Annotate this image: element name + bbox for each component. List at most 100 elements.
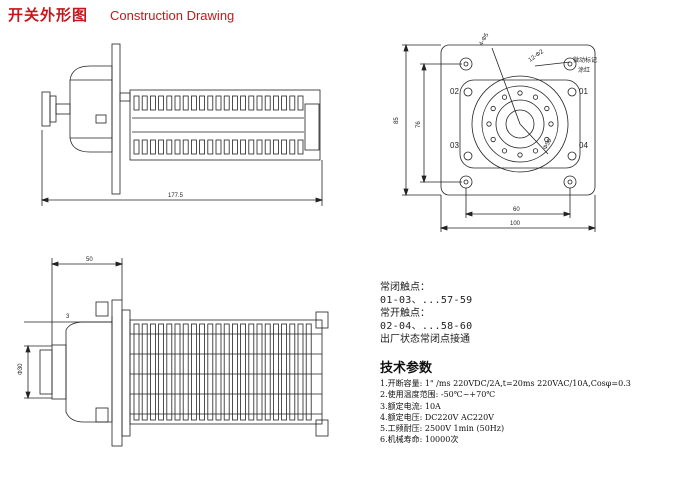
no-title: 常开触点： [380, 308, 430, 319]
terminal [248, 95, 255, 111]
contact-hole [517, 90, 523, 96]
contact-hole [532, 148, 539, 154]
front-view [402, 43, 597, 232]
fin [215, 323, 222, 421]
terminal [289, 95, 296, 111]
terminal [240, 95, 247, 111]
spec-item: 1.开断容量: 1" /ms 220VDC/2A,t=20ms 220VAC/1… [380, 379, 631, 388]
terminal [297, 139, 304, 155]
no-value: 02-04、...58-60 [380, 321, 473, 332]
fin [223, 323, 230, 421]
label-mark: 微动标记 [573, 56, 597, 64]
tech-specs-list: 1.开断容量: 1" /ms 220VDC/2A,t=20ms 220VAC/1… [380, 378, 631, 446]
fin [240, 323, 247, 421]
terminal [174, 139, 181, 155]
quadrant-02: 02 [450, 87, 459, 96]
quadrant-01: 01 [579, 87, 588, 96]
contact-hole [532, 94, 539, 100]
fin [141, 323, 148, 421]
terminal [289, 139, 296, 155]
dim-3: 3 [66, 314, 70, 320]
dim-holes-b: 12-Φ2 [528, 49, 546, 64]
side-body [129, 89, 321, 161]
fin [297, 323, 304, 421]
terminal [231, 139, 238, 155]
terminal [264, 139, 271, 155]
fin [199, 323, 206, 421]
terminal [190, 95, 197, 111]
terminal [215, 139, 222, 155]
terminal [158, 139, 165, 155]
fin [231, 323, 238, 421]
terminal [248, 139, 255, 155]
terminal [174, 95, 181, 111]
terminal [182, 95, 189, 111]
bottom-body [129, 319, 323, 425]
side-knob [41, 91, 51, 127]
terminal [297, 95, 304, 111]
terminal [133, 139, 140, 155]
dim-dia: Φ30 [18, 363, 24, 375]
dim-width-outer: 100 [510, 221, 521, 227]
fin [207, 323, 214, 421]
dim-length: 177.5 [168, 193, 184, 199]
fin [182, 323, 189, 421]
terminal [149, 139, 156, 155]
spec-item: 4.额定电压: DC220V AC220V [380, 412, 494, 422]
terminal [240, 139, 247, 155]
terminal [281, 95, 288, 111]
terminal [182, 139, 189, 155]
contact-hole [517, 152, 523, 158]
bottom-knob [39, 349, 53, 395]
front-outer-ring [471, 75, 569, 173]
contact-hole [490, 105, 496, 112]
terminal [215, 95, 222, 111]
fin [248, 323, 255, 421]
side-view [40, 43, 324, 206]
nc-title: 常闭触点： [380, 282, 430, 293]
contact-hole [490, 136, 496, 143]
fin [272, 323, 279, 421]
spec-item: 6.机械寿命: 10000次 [380, 435, 459, 445]
terminal [141, 95, 148, 111]
title-english: Construction Drawing [110, 8, 235, 23]
nc-value: 01-03、...57-59 [380, 295, 473, 306]
dim-width-inner: 60 [513, 207, 520, 213]
contact-notes: 常闭触点： 01-03、...57-59 常开触点： 02-04、...58-6… [380, 281, 472, 346]
terminal [166, 95, 173, 111]
title-chinese: 开关外形图 [8, 6, 89, 24]
spec-item: 3.额定电流: 10A [380, 401, 441, 411]
terminal [281, 139, 288, 155]
fin [174, 323, 181, 421]
bottom-flange [111, 299, 123, 447]
dim-height-inner: 76 [416, 121, 422, 128]
dim-height-outer: 85 [394, 117, 400, 124]
terminal [207, 95, 214, 111]
front-plate [440, 44, 596, 196]
terminal [223, 139, 230, 155]
terminal [190, 139, 197, 155]
terminal [264, 95, 271, 111]
dim-diag: Φ50 [543, 138, 554, 151]
dim-50: 50 [86, 257, 93, 263]
tech-params-title: 技术参数 [380, 361, 433, 376]
contact-hole [544, 136, 550, 143]
contact-hole [501, 148, 508, 154]
terminal [272, 95, 279, 111]
spec-item: 5.工频耐压: 2500V 1min (50Hz) [380, 424, 505, 434]
terminal [133, 95, 140, 111]
terminal [272, 139, 279, 155]
contact-hole [501, 94, 508, 100]
side-flange [111, 43, 121, 195]
terminal [199, 95, 206, 111]
terminal [166, 139, 173, 155]
quadrant-04: 04 [579, 141, 588, 150]
contact-hole [486, 121, 492, 127]
terminal [141, 139, 148, 155]
fin [190, 323, 197, 421]
fin [264, 323, 271, 421]
fin [133, 323, 140, 421]
fin [166, 323, 173, 421]
